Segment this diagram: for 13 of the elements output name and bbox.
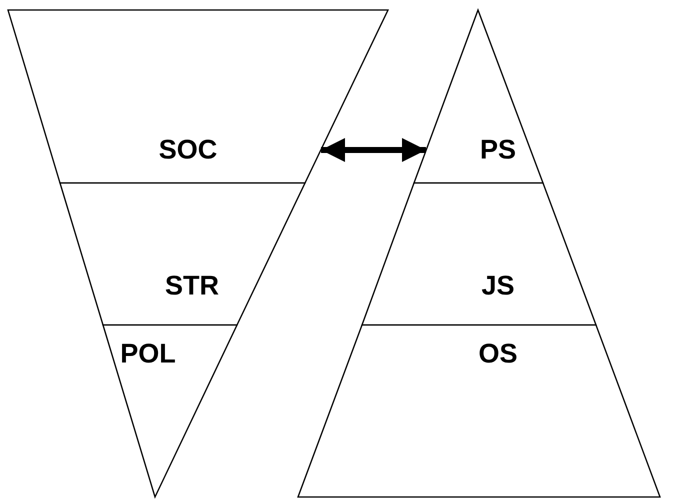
band-label: OS xyxy=(478,338,518,370)
pyramid-band xyxy=(8,10,388,183)
band-label: STR xyxy=(165,270,219,302)
band-label: JS xyxy=(481,270,515,302)
pyramid-band xyxy=(60,183,305,325)
band-label: PS xyxy=(480,134,516,166)
double-arrow xyxy=(321,138,426,162)
pyramid-band xyxy=(103,325,237,497)
pyramid-band xyxy=(298,325,660,497)
pyramid-band xyxy=(362,183,596,325)
band-label: POL xyxy=(120,338,176,370)
pyramid-band xyxy=(414,10,543,183)
band-label: SOC xyxy=(158,134,218,166)
